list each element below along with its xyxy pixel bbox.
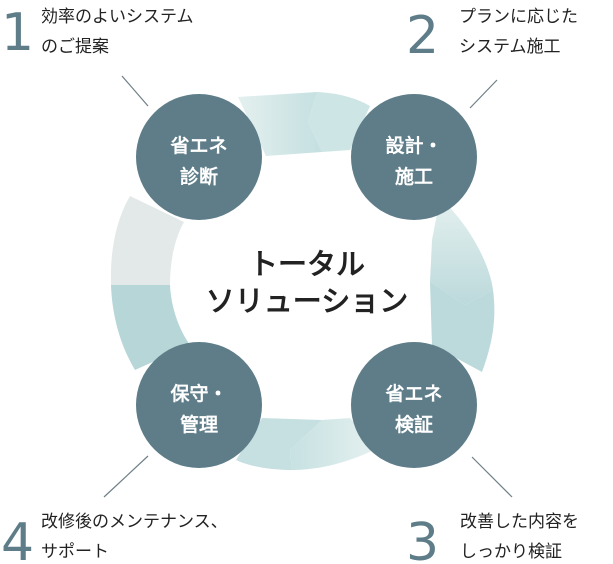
step-text-line1: 改修後のメンテナンス、 <box>41 512 228 532</box>
step-1: 1 効率のよいシステム のご提案 <box>1 3 194 63</box>
connector-step-2 <box>469 79 498 109</box>
node-label-line2: 診断 <box>180 165 218 188</box>
ring-segment-bottom <box>290 418 378 470</box>
connectors <box>103 75 513 498</box>
node-top-left: 省エネ 診断 <box>136 94 262 220</box>
node-circle <box>136 342 262 468</box>
step-4: 4 改修後のメンテナンス、 サポート <box>1 512 228 564</box>
ring-segment-right <box>430 198 493 305</box>
step-text-line1: 効率のよいシステム <box>41 7 194 27</box>
ring-segment-bottom-2 <box>236 418 322 470</box>
step-text-line2: サポート <box>41 542 109 562</box>
connector-step-3 <box>471 456 513 498</box>
step-2: 2 プランに応じた システム施工 <box>406 6 578 66</box>
step-number: 1 <box>1 3 34 63</box>
node-label-line2: 管理 <box>180 413 218 436</box>
step-text-line2: のご提案 <box>41 37 109 57</box>
node-top-right: 設計・ 施工 <box>351 94 477 220</box>
node-label-line2: 検証 <box>395 413 433 436</box>
ring-segment-right-2 <box>430 282 495 372</box>
step-number: 2 <box>406 6 439 66</box>
step-number: 3 <box>406 513 439 564</box>
step-3: 3 改善した内容を しっかり検証 <box>406 512 579 564</box>
connector-step-4 <box>103 455 149 498</box>
node-bottom-left: 保守・ 管理 <box>136 342 262 468</box>
step-text-line1: プランに応じた <box>459 7 578 27</box>
node-label-line2: 施工 <box>395 165 433 188</box>
node-circle <box>351 342 477 468</box>
ring-segment-left-grey <box>110 196 184 285</box>
center-title-line2: ソリューション <box>206 284 408 318</box>
ring-segment-left-teal <box>111 285 190 370</box>
node-bottom-right: 省エネ 検証 <box>351 342 477 468</box>
step-text-line2: システム施工 <box>459 37 561 57</box>
node-circle <box>351 94 477 220</box>
node-label-line1: 省エネ <box>384 383 442 405</box>
center-title: トータル ソリューション <box>206 247 408 318</box>
step-text-line2: しっかり検証 <box>460 542 562 562</box>
center-title-line1: トータル <box>249 247 365 281</box>
step-number: 4 <box>1 513 34 564</box>
node-label-line1: 設計・ <box>385 134 442 157</box>
step-text-line1: 改善した内容を <box>460 512 579 532</box>
node-label-line1: 省エネ <box>169 135 227 157</box>
node-label-line1: 保守・ <box>169 382 227 405</box>
connector-step-1 <box>121 75 149 107</box>
node-circle <box>136 94 262 220</box>
